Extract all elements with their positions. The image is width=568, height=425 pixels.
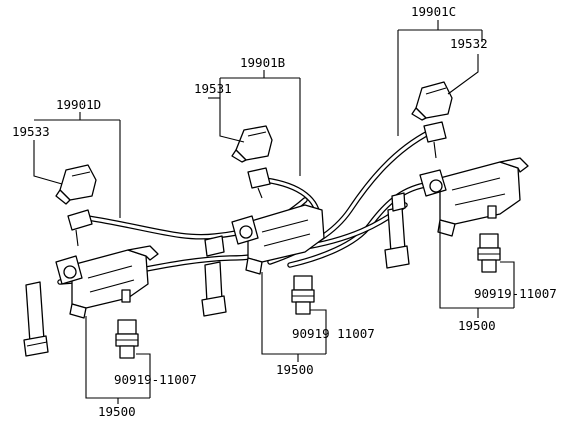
sensor-right: [477, 233, 501, 273]
sensor-left: [115, 319, 139, 359]
cap-19531: [231, 125, 273, 163]
label-sensor-right: 90919-11007: [474, 286, 557, 301]
plug-boot-left: [25, 281, 45, 344]
label-cap-d: 19533: [12, 124, 50, 139]
part-number-labels: 19901C 19532 19901B 19531 19901D 19533 9…: [12, 4, 557, 419]
label-kit-b: 19901B: [240, 55, 285, 70]
label-cap-b: 19531: [194, 81, 232, 96]
cap-19532: [411, 81, 453, 121]
terminal-b: [247, 167, 271, 189]
terminal-c: [423, 121, 447, 143]
label-coil-left: 19500: [98, 404, 136, 419]
label-coil-mid: 19500: [276, 362, 314, 377]
ignition-coil-right: [419, 157, 529, 237]
label-coil-right: 19500: [458, 318, 496, 333]
label-kit-c: 19901C: [411, 4, 456, 19]
plug-boot-right: [387, 206, 406, 254]
label-sensor-mid: 90919 11007: [292, 326, 375, 341]
label-cap-c: 19532: [450, 36, 488, 51]
ignition-coil-middle: [231, 204, 325, 275]
label-kit-d: 19901D: [56, 97, 101, 112]
sensor-middle: [291, 275, 315, 315]
wire-terminals: [67, 121, 447, 247]
cap-19533: [55, 164, 97, 205]
leader-lines: [33, 20, 515, 404]
terminal-d: [67, 209, 93, 231]
spark-plug-boots: [23, 192, 410, 357]
ignition-coil-left: [55, 245, 159, 319]
label-sensor-left: 90919-11007: [114, 372, 197, 387]
